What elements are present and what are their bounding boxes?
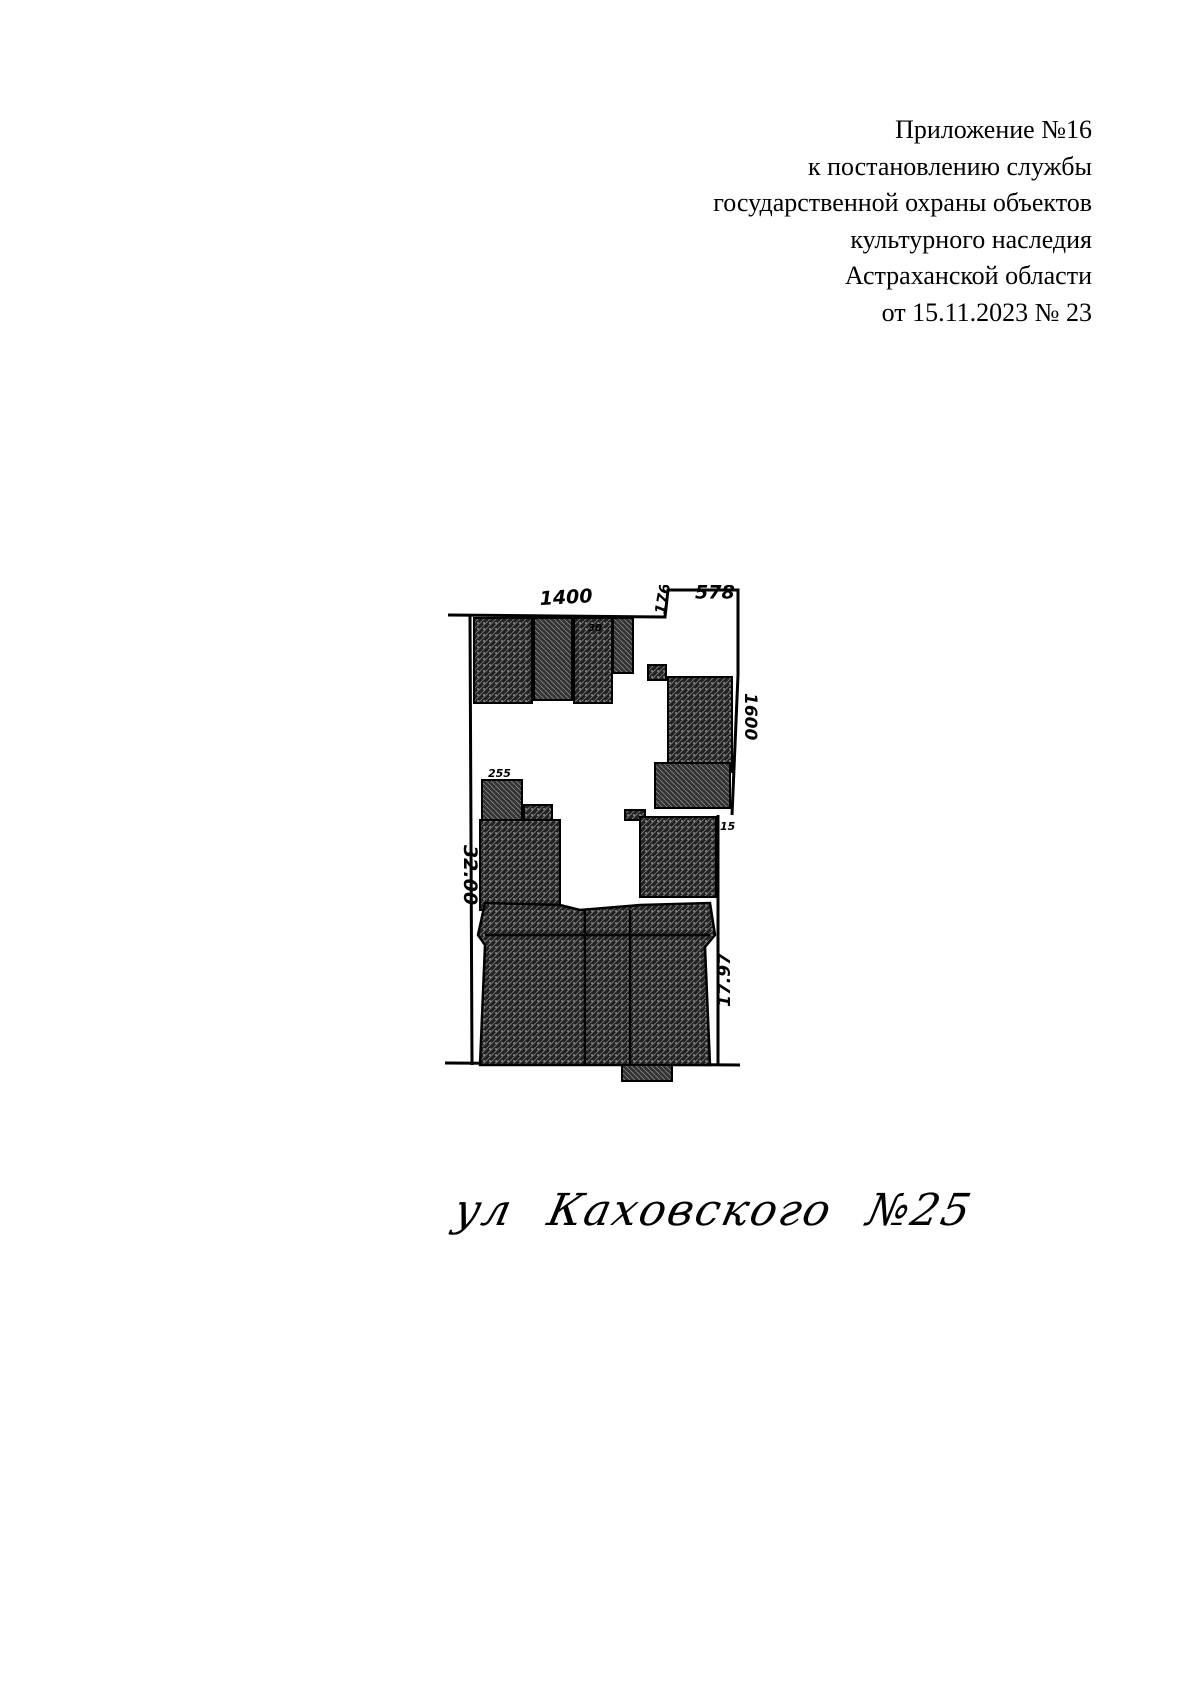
dimension-top-right: 578 (695, 585, 735, 604)
header-line-6: от 15.11.2023 № 23 (881, 297, 1092, 327)
left-wing-buildings (479, 779, 561, 911)
appendix-header: Приложение №16 к постановлению службы го… (713, 112, 1092, 331)
dimension-left: 32.00 (459, 845, 481, 905)
header-line-2: к постановлению службы (807, 151, 1092, 181)
dimension-top-step: 176 (651, 585, 674, 616)
top-buildings (473, 617, 667, 704)
site-plan-drawing: 1400 176 578 1600 32.00 17.97 255 15 30 (444, 585, 760, 1082)
site-plan: 1400 176 578 1600 32.00 17.97 255 15 30 (440, 585, 840, 1265)
header-line-5: Астраханской области (844, 261, 1092, 290)
header-line-1: Приложение №16 (895, 115, 1092, 144)
caption-street-name: Каховского (543, 1185, 838, 1236)
right-wing-buildings (624, 676, 733, 898)
header-line-3: государственной охраны объектов (713, 188, 1092, 217)
dimension-right-lower: 17.97 (715, 953, 735, 1007)
dimension-small-left: 255 (488, 767, 511, 780)
entrance-steps (621, 1064, 673, 1082)
header-line-4: культурного наследия (850, 224, 1092, 254)
caption-house-number: №25 (862, 1185, 977, 1236)
caption-street-abbr: ул (449, 1185, 518, 1236)
street-caption: ул Каховского №25 (450, 1185, 1013, 1236)
dimension-top-left: 1400 (539, 585, 593, 610)
dimension-small-top: 30 (588, 623, 602, 634)
dimension-right-upper: 1600 (740, 693, 760, 740)
dimension-small-right: 15 (720, 820, 736, 833)
main-building (476, 901, 717, 1067)
